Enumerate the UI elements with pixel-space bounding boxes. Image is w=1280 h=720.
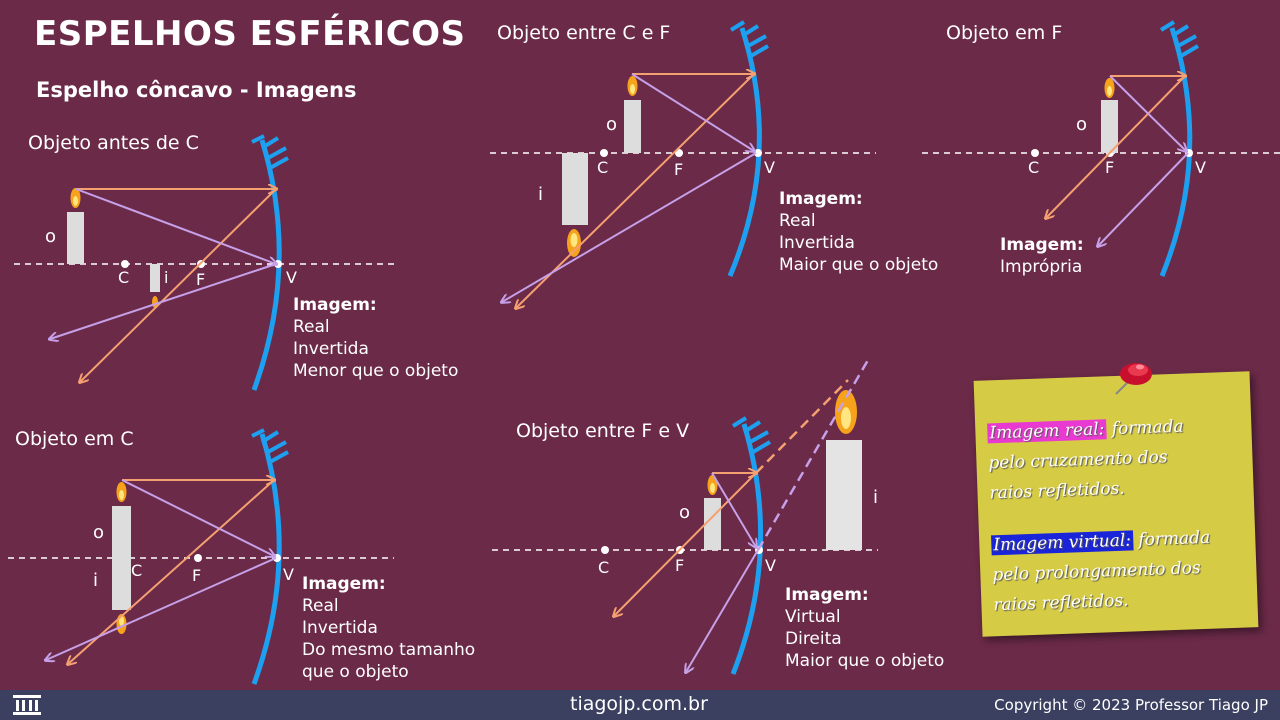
candle-image	[826, 390, 862, 550]
focus-label: F	[192, 566, 202, 585]
candle-object	[67, 188, 84, 264]
focus-label: F	[675, 556, 685, 575]
mirror-hatch	[1159, 20, 1200, 58]
columns-logo-icon	[13, 695, 41, 715]
center-label: C	[1028, 158, 1040, 177]
panel-title: Objeto antes de C	[28, 132, 199, 154]
object-label: o	[1076, 114, 1088, 135]
vertex-label: V	[286, 268, 297, 287]
panel-object-between-c-f	[490, 20, 876, 308]
image-label: i	[538, 184, 544, 205]
ray-extension	[755, 379, 849, 474]
pushpin-icon	[1115, 363, 1152, 395]
focus-label: F	[1105, 158, 1115, 177]
candle-image	[112, 558, 131, 634]
center-label: C	[597, 158, 609, 177]
center-label: C	[118, 268, 130, 287]
optics-diagram	[8, 20, 1280, 685]
ray-extension	[756, 359, 870, 551]
panel-title: Objeto entre C e F	[497, 22, 671, 44]
sticky-note: Imagem real: formada pelo cruzamento dos…	[973, 371, 1259, 637]
vertex-label: V	[765, 556, 776, 575]
panel-title: Objeto em C	[15, 428, 134, 450]
candle-image	[150, 264, 160, 308]
center-label: C	[131, 561, 143, 580]
panel-title: Objeto entre F e V	[516, 420, 690, 442]
ray-vertex-reflected	[50, 263, 277, 339]
note-virtual-definition: Imagem virtual: formada pelo prolongamen…	[991, 527, 1211, 616]
candle-image	[562, 153, 588, 257]
candle-object	[624, 76, 641, 153]
focus-label: F	[674, 160, 684, 179]
center-point	[121, 260, 129, 268]
image-description: Imagem: Real Invertida Menor que o objet…	[293, 295, 459, 381]
page-title: ESPELHOS ESFÉRICOS	[34, 14, 466, 54]
panel-object-at-f	[922, 20, 1280, 277]
object-label: o	[93, 522, 105, 543]
candle-object	[1101, 78, 1118, 153]
panel-title: Objeto em F	[946, 22, 1063, 44]
center-label: C	[598, 558, 610, 577]
mirror-hatch	[729, 20, 770, 58]
candle-object	[704, 475, 721, 550]
object-label: o	[606, 114, 618, 135]
site-link[interactable]: tiagojp.com.br	[570, 693, 708, 715]
panel-object-at-c	[8, 428, 394, 685]
focus-label: F	[196, 270, 206, 289]
copyright-text: Copyright © 2023 Professor Tiago JP	[994, 696, 1268, 714]
object-label: o	[45, 226, 57, 247]
mirror-hatch	[251, 428, 289, 464]
vertex-label: V	[764, 158, 775, 177]
panel-object-between-f-v	[492, 359, 878, 674]
mirror-hatch	[251, 134, 289, 170]
page-subtitle: Espelho côncavo - Imagens	[36, 78, 357, 102]
note-real-definition: Imagem real: formada pelo cruzamento dos…	[987, 416, 1184, 504]
ray-vertex	[75, 188, 276, 264]
image-description: Imagem: Imprópria	[1000, 235, 1084, 277]
ray-reflected-focus	[80, 188, 277, 382]
mirror-hatch	[731, 416, 772, 454]
image-description: Imagem: Real Invertida Maior que o objet…	[779, 189, 939, 275]
footer-bar: tiagojp.com.br Copyright © 2023 Professo…	[0, 690, 1280, 720]
image-description: Imagem: Real Invertida Do mesmo tamanho …	[302, 574, 476, 682]
image-label: i	[164, 268, 169, 287]
vertex-label: V	[283, 565, 294, 584]
image-label: i	[873, 487, 879, 508]
image-description: Imagem: Virtual Direita Maior que o obje…	[785, 585, 945, 671]
candle-object	[112, 482, 131, 558]
vertex-label: V	[1195, 158, 1206, 177]
panel-object-beyond-c	[14, 134, 398, 391]
object-label: o	[679, 502, 691, 523]
image-label: i	[93, 570, 99, 591]
